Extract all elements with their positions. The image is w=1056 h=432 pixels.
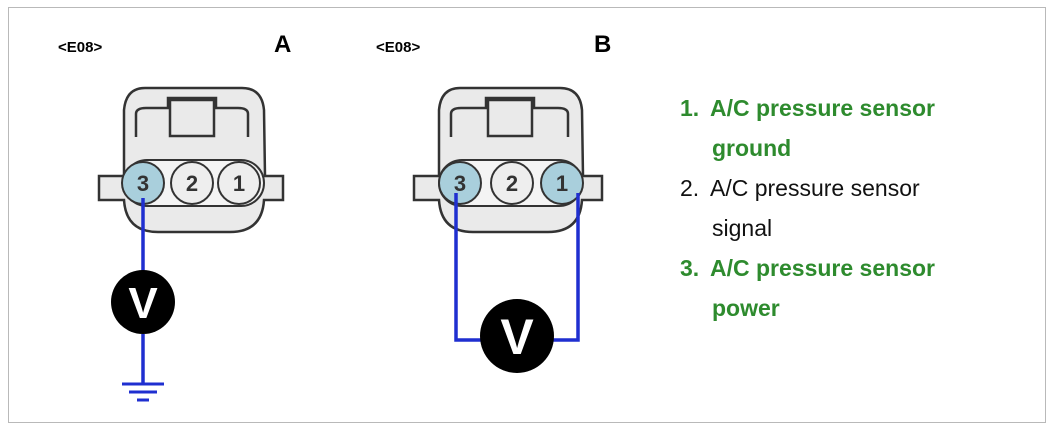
pin-2-a xyxy=(170,161,214,205)
connector-b: 3 2 1 xyxy=(412,86,604,234)
legend-number-2: 2. xyxy=(680,175,700,201)
legend-item-2: 2. A/C pressure sensor signal xyxy=(680,168,1040,248)
legend-item-1: 1. A/C pressure sensor ground xyxy=(680,88,1040,168)
connector-a: 3 2 1 xyxy=(97,86,285,234)
pin-label-1-a: 1 xyxy=(233,171,245,196)
pin-3-b xyxy=(438,161,482,205)
probe-wire-right-b xyxy=(552,193,580,342)
voltmeter-symbol-a: V xyxy=(128,279,158,328)
connector-id-b: <E08> xyxy=(376,39,420,56)
legend-text-1: A/C pressure sensor xyxy=(710,95,935,121)
legend-number-3: 3. xyxy=(680,255,700,281)
pin-label-2-b: 2 xyxy=(506,171,518,196)
pin-label-3-b: 3 xyxy=(454,171,466,196)
voltmeter-a: V xyxy=(111,270,175,334)
legend-text-3: A/C pressure sensor xyxy=(710,255,935,281)
legend-text-1-cont: ground xyxy=(712,135,792,161)
pin-legend: 1. A/C pressure sensor ground 2. A/C press… xyxy=(680,88,1040,328)
voltmeter-icon-a xyxy=(111,270,175,334)
pin-label-1-b: 1 xyxy=(556,171,568,196)
connector-latch-b xyxy=(449,96,570,137)
pin-label-3-a: 3 xyxy=(137,171,149,196)
legend-text-3-cont: power xyxy=(712,295,780,321)
pin-1-b xyxy=(540,161,584,205)
legend-text-2-cont: signal xyxy=(712,215,773,241)
legend-item-3: 3. A/C pressure sensor power xyxy=(680,248,1040,328)
pin-label-2-a: 2 xyxy=(186,171,198,196)
legend-number-1: 1. xyxy=(680,95,700,121)
voltmeter-icon-b xyxy=(480,299,554,373)
probe-wire-left-b xyxy=(454,193,482,342)
connector-latch-a xyxy=(134,96,250,137)
panel-letter-a: A xyxy=(274,31,291,58)
panel-letter-b: B xyxy=(594,31,611,58)
legend-text-2: A/C pressure sensor xyxy=(710,175,920,201)
connector-id-a: <E08> xyxy=(58,39,102,56)
ground-icon xyxy=(122,382,164,402)
panel-a: <E08> A 3 2 1 V xyxy=(58,31,291,402)
voltmeter-symbol-b: V xyxy=(500,309,534,365)
pin-2-b xyxy=(490,161,534,205)
voltmeter-b: V xyxy=(480,299,554,373)
connector-latch-tab-a xyxy=(168,98,216,138)
connector-latch-tab-b xyxy=(486,98,534,138)
pin-1-a xyxy=(217,161,261,205)
panel-b: <E08> B 3 2 1 V xyxy=(376,31,611,373)
